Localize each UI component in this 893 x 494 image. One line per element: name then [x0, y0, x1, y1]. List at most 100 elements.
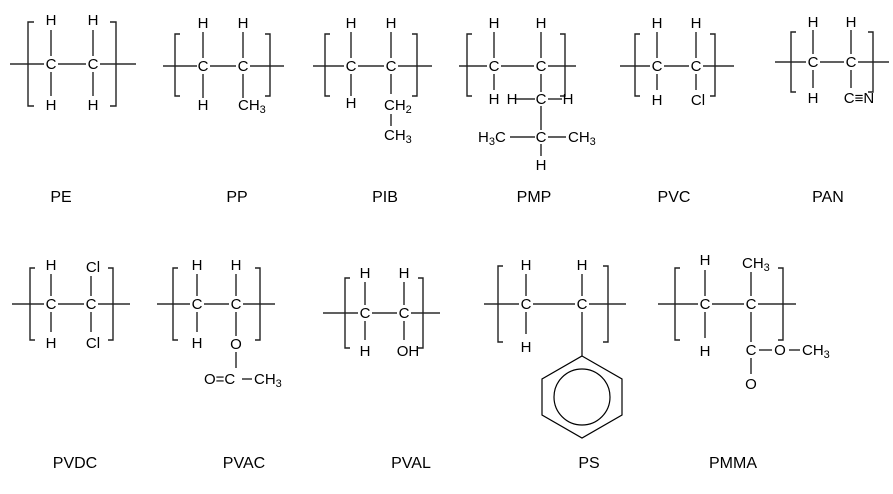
hydrogen-atom: H — [399, 265, 410, 282]
hydrogen-atom: H — [46, 12, 57, 29]
carbon-atom: C — [536, 58, 547, 75]
hydrogen-atom: H — [386, 15, 397, 32]
pmp-label: PMP — [517, 189, 552, 206]
hydrogen-atom: H — [489, 91, 500, 108]
hydrogen-atom: H — [536, 157, 547, 174]
pe-structure: C C H H H H — [10, 12, 136, 114]
hydrogen-atom: H — [46, 335, 57, 352]
carbon-atom: C — [521, 296, 532, 313]
pp-structure: C C H H H CH3 — [163, 15, 284, 116]
oxygen-atom: O — [230, 336, 242, 353]
chlorine-atom: Cl — [86, 335, 100, 352]
carbon-atom: C — [536, 129, 547, 146]
pp-label: PP — [226, 189, 247, 206]
hydrogen-atom: H — [346, 15, 357, 32]
carbon-atom: C — [399, 305, 410, 322]
carbon-atom: C — [489, 58, 500, 75]
hydroxyl-group: OH — [397, 343, 420, 360]
pmma-structure: C C H CH3 H C O CH3 O — [658, 252, 830, 393]
hydrogen-atom: H — [700, 343, 711, 360]
hydrogen-atom: H — [521, 257, 532, 274]
benzene-ring — [541, 355, 623, 439]
chlorine-atom: Cl — [86, 259, 100, 276]
carbon-atom: C — [238, 58, 249, 75]
methyl-group: CH3 — [742, 255, 770, 274]
carbon-atom: C — [86, 296, 97, 313]
ps-label: PS — [578, 455, 599, 472]
hydrogen-atom: H — [46, 97, 57, 114]
methyl-group: CH3 — [802, 342, 830, 361]
oxygen-atom: O — [774, 342, 786, 359]
pvc-label: PVC — [658, 189, 691, 206]
carbon-atom: C — [746, 296, 757, 313]
hydrogen-atom: H — [231, 257, 242, 274]
pib-label: PIB — [372, 189, 398, 206]
chlorine-atom: Cl — [691, 92, 705, 109]
pe-label: PE — [50, 189, 71, 206]
carbon-atom: C — [231, 296, 242, 313]
pib-structure: C C H H H CH2 CH3 — [313, 15, 432, 146]
pan-label: PAN — [812, 189, 844, 206]
hydrogen-atom: H — [846, 14, 857, 31]
hydrogen-atom: H — [536, 15, 547, 32]
carbon-atom: C — [192, 296, 203, 313]
hydrogen-atom: H — [360, 343, 371, 360]
carbon-atom: C — [346, 58, 357, 75]
hydrogen-atom: H — [238, 15, 249, 32]
carbon-atom: C — [88, 56, 99, 73]
hydrogen-atom: H — [46, 257, 57, 274]
hydrogen-atom: H — [192, 257, 203, 274]
methyl-group: CH3 — [568, 129, 596, 148]
methyl-group: H3C — [478, 129, 506, 148]
hydrogen-atom: H — [489, 15, 500, 32]
pval-structure: C C H H H OH — [323, 265, 440, 360]
hydrogen-atom: H — [563, 91, 574, 108]
pan-structure: C C H H H C≡N — [775, 14, 889, 107]
hydrogen-atom: H — [652, 92, 663, 109]
carbon-atom: C — [808, 54, 819, 71]
carbon-atom: C — [652, 58, 663, 75]
hydrogen-atom: H — [192, 335, 203, 352]
pmma-label: PMMA — [709, 455, 757, 472]
hydrogen-atom: H — [346, 95, 357, 112]
carbon-atom: C — [536, 91, 547, 108]
methylene-group: CH2 — [384, 97, 412, 116]
nitrile-group: C≡N — [844, 90, 874, 107]
methyl-group: CH3 — [384, 127, 412, 146]
carbon-atom: C — [46, 296, 57, 313]
hydrogen-atom: H — [88, 97, 99, 114]
hydrogen-atom: H — [521, 339, 532, 356]
pvc-structure: C C H H H Cl — [620, 15, 734, 109]
carbon-atom: C — [577, 296, 588, 313]
hydrogen-atom: H — [198, 15, 209, 32]
carbon-atom: C — [691, 58, 702, 75]
hydrogen-atom: H — [198, 97, 209, 114]
hydrogen-atom: H — [808, 14, 819, 31]
hydrogen-atom: H — [507, 91, 518, 108]
hydrogen-atom: H — [808, 90, 819, 107]
hydrogen-atom: H — [88, 12, 99, 29]
pmp-structure: C C H H H H C H H3C C CH3 H — [459, 15, 596, 174]
hydrogen-atom: H — [700, 252, 711, 269]
hydrogen-atom: H — [360, 265, 371, 282]
carbon-atom: C — [198, 58, 209, 75]
hydrogen-atom: H — [652, 15, 663, 32]
carbonyl-group: O=C — [204, 371, 235, 388]
hydrogen-atom: H — [691, 15, 702, 32]
hydrogen-atom: H — [577, 257, 588, 274]
carbon-atom: C — [46, 56, 57, 73]
carbon-atom: C — [746, 342, 757, 359]
carbon-atom: C — [360, 305, 371, 322]
pvdc-structure: C C H Cl H Cl — [12, 257, 130, 352]
pvac-structure: C C H H H O O=C CH3 — [157, 257, 282, 390]
pvac-label: PVAC — [223, 455, 265, 472]
carbon-atom: C — [846, 54, 857, 71]
methyl-group: CH3 — [254, 371, 282, 390]
pvdc-label: PVDC — [53, 455, 97, 472]
pval-label: PVAL — [391, 455, 431, 472]
carbon-atom: C — [386, 58, 397, 75]
oxygen-atom: O — [745, 376, 757, 393]
methyl-group: CH3 — [238, 97, 266, 116]
ps-structure: C C H H H — [484, 257, 626, 439]
